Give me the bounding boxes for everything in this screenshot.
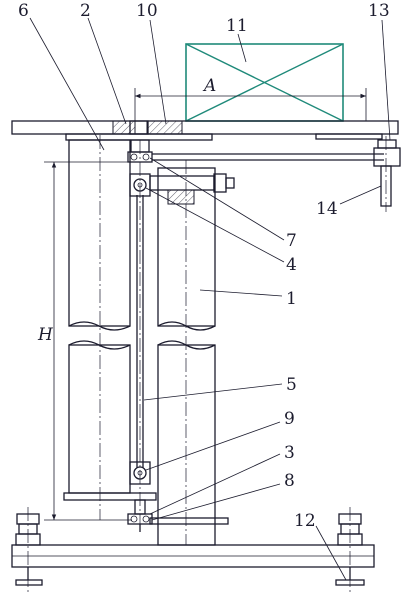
dimension-a-label: A	[202, 76, 216, 96]
top-plate	[11, 120, 399, 141]
clamp-4	[129, 173, 235, 205]
column-1	[157, 160, 216, 546]
base-plate	[11, 544, 375, 568]
leader-lines	[29, 17, 391, 581]
label-13: 13	[368, 1, 390, 21]
foot-left	[15, 507, 43, 592]
top-joint	[127, 139, 384, 163]
dimension-h-label: H	[37, 325, 54, 345]
rod-5	[136, 140, 144, 525]
dimension-h: H	[37, 161, 132, 521]
label-4: 4	[286, 255, 297, 275]
label-3: 3	[284, 443, 295, 463]
reference-labels: 6 2 10 11 13 14 7 4 1 5 9 3 8 12	[18, 1, 390, 531]
label-9: 9	[284, 409, 295, 429]
label-12: 12	[294, 511, 316, 531]
label-2: 2	[80, 1, 91, 21]
label-6: 6	[18, 1, 29, 21]
bottom-joint	[127, 513, 229, 532]
label-11: 11	[226, 16, 248, 36]
label-14: 14	[316, 199, 338, 219]
block-10	[112, 120, 183, 135]
foot-right	[335, 507, 365, 592]
lower-joint	[63, 461, 157, 515]
label-1: 1	[286, 289, 297, 309]
label-8: 8	[284, 471, 295, 491]
column-6	[68, 135, 131, 520]
dimension-a: A	[134, 76, 367, 121]
label-10: 10	[136, 1, 158, 21]
label-7: 7	[286, 231, 297, 251]
label-5: 5	[286, 375, 297, 395]
bracket-13-14	[373, 136, 401, 212]
